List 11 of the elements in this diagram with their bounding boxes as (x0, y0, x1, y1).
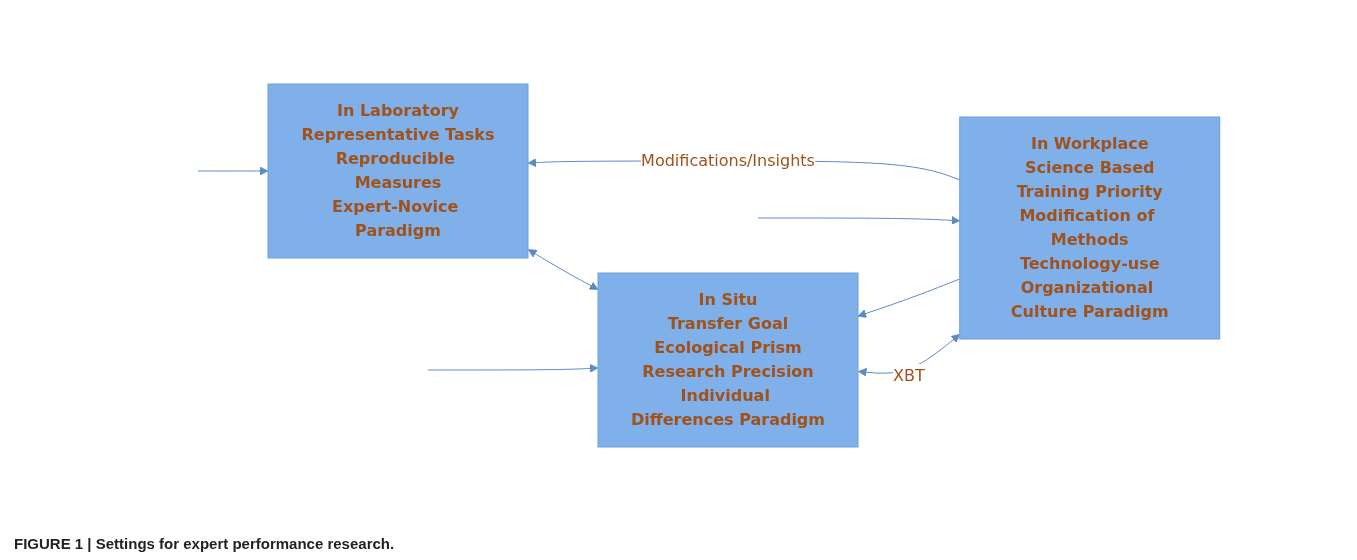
edge-label: XBT (892, 366, 925, 385)
node-box: In Situ Transfer Goal Ecological Prism Research Precision Individual Differences Paradigm (597, 272, 859, 448)
figure-caption: FIGURE 1 | Settings for expert performance research. (13, 534, 396, 554)
arrow (197, 166, 269, 176)
node-box: In Workplace Science Based Training Priority Modification of Methods Technology-use Organizational Culture Paradigm (958, 116, 1220, 340)
arrow (527, 249, 599, 290)
edge-label: Modifications/Insights (640, 151, 815, 170)
arrow (427, 363, 599, 373)
arrow (857, 278, 960, 318)
node-box: In Laboratory Representative Tasks Reproducible Measures Expert-Novice Paradigm (267, 83, 529, 259)
arrow (757, 216, 960, 225)
